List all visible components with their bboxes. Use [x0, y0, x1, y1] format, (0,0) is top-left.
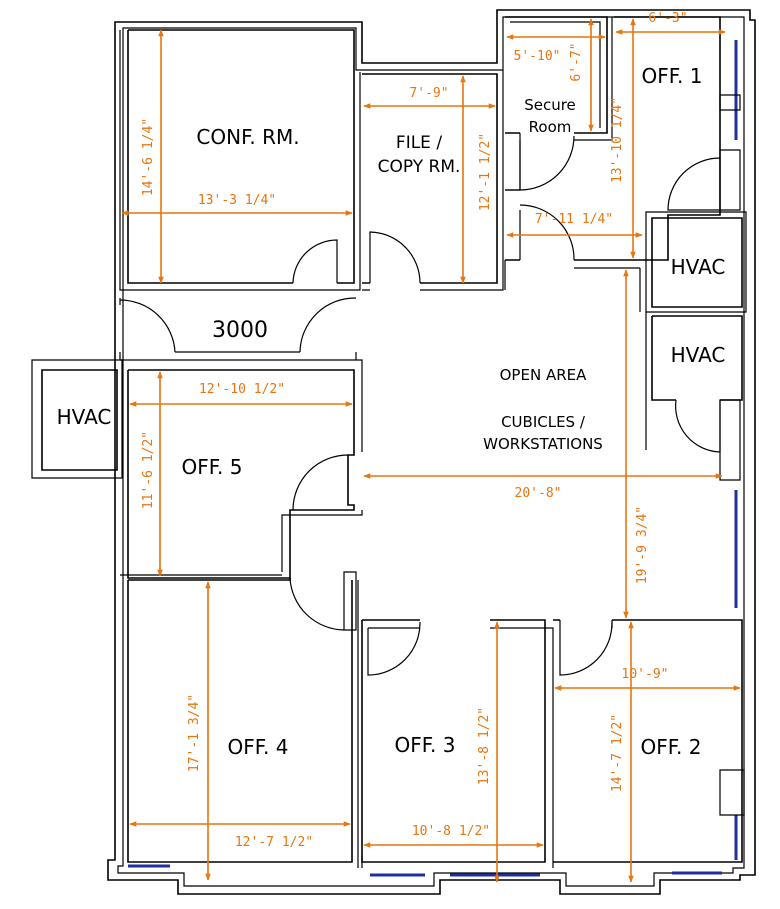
file-room-wall	[362, 73, 498, 284]
door[interactable]	[367, 621, 421, 676]
office-4-wall	[127, 578, 353, 863]
dim-off1-h: 13'-10 1/4"	[610, 97, 625, 183]
dim-off4-h: 17'-1 3/4"	[187, 694, 202, 772]
room-label-secure-2: Room	[529, 118, 572, 136]
room-label-conf: CONF. RM.	[196, 125, 299, 149]
dimension-labels: 13'-3 1/4" 14'-6 1/4" 7'-9" 12'-1 1/2" 5…	[141, 11, 688, 850]
dim-off4-w: 12'-7 1/2"	[235, 835, 313, 850]
dim-file-w: 7'-9"	[409, 86, 448, 101]
door[interactable]	[292, 239, 338, 284]
dim-off3-h: 13'-8 1/2"	[477, 707, 492, 785]
conf-room-wall	[127, 29, 355, 284]
room-label-off1: OFF. 1	[642, 64, 703, 88]
door[interactable]	[299, 297, 357, 353]
dim-secure-h: 6'-7"	[569, 42, 584, 81]
dim-conf-h: 14'-6 1/4"	[141, 118, 156, 196]
room-label-secure-1: Secure	[524, 96, 576, 114]
dim-open-h: 19'-9 3/4"	[635, 506, 650, 584]
dim-file-h: 12'-1 1/2"	[478, 133, 493, 211]
room-label-off2: OFF. 2	[641, 735, 702, 759]
door[interactable]	[519, 133, 575, 191]
outer-wall	[107, 9, 756, 895]
door[interactable]	[559, 621, 613, 676]
room-label-hvac-b: HVAC	[671, 343, 726, 367]
room-label-open-1: OPEN AREA	[500, 366, 587, 384]
room-label-off5: OFF. 5	[182, 455, 243, 479]
room-label-hvac-c: HVAC	[57, 405, 112, 429]
door[interactable]	[675, 399, 721, 453]
dim-off1-w: 6'-3"	[648, 11, 687, 26]
secure-room-wall	[505, 16, 608, 134]
dim-off3-w: 10'-8 1/2"	[412, 824, 490, 839]
doors	[119, 133, 721, 676]
hvac-closet-a	[651, 217, 743, 308]
dim-off2-h: 14'-7 1/2"	[610, 714, 625, 792]
hvac-closet-b	[651, 315, 743, 401]
suite-number: 3000	[212, 318, 268, 343]
dim-conf-w: 13'-3 1/4"	[198, 193, 276, 208]
walls	[31, 9, 756, 895]
door[interactable]	[119, 299, 176, 353]
dim-secure-w: 5'-10"	[514, 49, 561, 64]
dim-off5-w: 12'-10 1/2"	[199, 382, 285, 397]
dim-off2-w: 10'-9"	[622, 667, 669, 682]
dim-off5-h: 11'-6 1/2"	[141, 431, 156, 509]
room-label-hvac-a: HVAC	[671, 255, 726, 279]
door[interactable]	[369, 231, 421, 284]
room-label-file-1: FILE /	[396, 133, 442, 153]
room-label-open-3: WORKSTATIONS	[483, 435, 603, 453]
door[interactable]	[292, 454, 349, 511]
door[interactable]	[289, 577, 345, 631]
room-label-off4: OFF. 4	[228, 735, 289, 759]
room-label-open-2: CUBICLES /	[501, 413, 586, 431]
dimension-lines	[121, 18, 741, 883]
office-3-wall	[361, 619, 546, 863]
door[interactable]	[667, 157, 721, 211]
room-label-file-2: COPY RM.	[378, 157, 461, 177]
hvac-closet-left	[41, 369, 118, 471]
office-2-wall	[553, 619, 743, 863]
dim-corridor-w: 7'-11 1/4"	[535, 212, 613, 227]
room-label-off3: OFF. 3	[395, 733, 456, 757]
room-labels: CONF. RM. FILE / COPY RM. Secure Room OF…	[57, 64, 726, 759]
dim-open-w: 20'-8"	[515, 486, 562, 501]
office-5-wall	[127, 369, 355, 579]
